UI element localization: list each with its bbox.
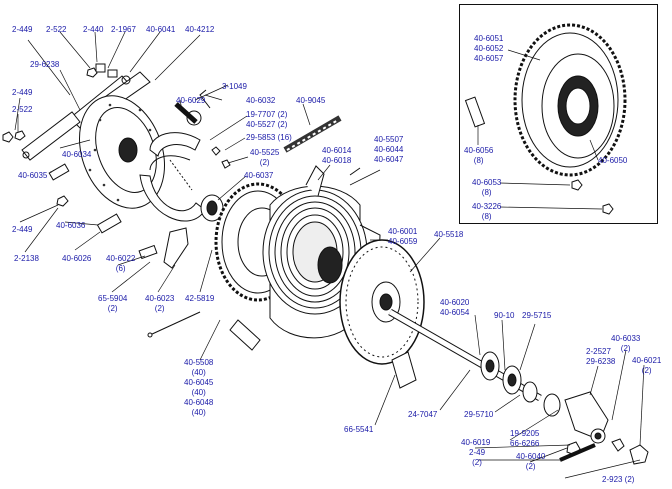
part-label: 40-6023(2) bbox=[145, 294, 175, 313]
spoke-brackets bbox=[229, 165, 361, 351]
part-label: 2-49(2) bbox=[469, 448, 486, 467]
part-label: 40-6022(6) bbox=[106, 254, 136, 273]
part-label: 40-6032 bbox=[246, 96, 276, 105]
part-label: 40-6056(8) bbox=[464, 146, 494, 165]
part-label: 2-1967 bbox=[111, 25, 136, 34]
part-label: 40-3226(8) bbox=[472, 202, 502, 221]
part-label: 2-449 bbox=[12, 225, 33, 234]
wheel-hub-drum bbox=[262, 185, 381, 339]
part-label: 40-6021(2) bbox=[632, 356, 662, 375]
part-label: 40-6026 bbox=[62, 254, 92, 263]
part-label: 2-923 (2) bbox=[602, 475, 635, 484]
part-label: 66-5541 bbox=[344, 425, 374, 434]
small-hardware bbox=[48, 163, 201, 338]
part-label: 40-9045 bbox=[296, 96, 326, 105]
part-label: 3-1049 bbox=[222, 82, 247, 91]
part-label: 29-5710 bbox=[464, 410, 494, 419]
part-label: 2-449 bbox=[12, 25, 33, 34]
part-label: 2-449 bbox=[12, 88, 33, 97]
spacer-part bbox=[391, 351, 417, 389]
part-label: 29-6238 bbox=[30, 60, 60, 69]
part-label: 24-7047 bbox=[408, 410, 438, 419]
part-label: 2-2138 bbox=[14, 254, 39, 263]
part-label: 40-6037 bbox=[244, 171, 274, 180]
inset-sprocket-assembly bbox=[464, 23, 627, 215]
part-label: 90-10 bbox=[494, 311, 515, 320]
part-label: 40-6036 bbox=[56, 221, 86, 230]
part-label: 40-6035 bbox=[18, 171, 48, 180]
part-label: 40-6040(2) bbox=[516, 452, 546, 471]
part-label: 29-5853 (16) bbox=[246, 133, 292, 142]
part-label: 19-7707 (2)40-5527 (2) bbox=[246, 110, 288, 129]
part-label: 65-5904(2) bbox=[98, 294, 128, 313]
drive-chain bbox=[283, 115, 342, 153]
part-label: 40-6050 bbox=[598, 156, 628, 165]
part-label: 40-5508(40)40-6045(40)40-6048(40) bbox=[184, 358, 214, 417]
part-label: 42-5819 bbox=[185, 294, 215, 303]
part-label: 40-6041 bbox=[146, 25, 176, 34]
brake-drum-cover bbox=[339, 239, 425, 365]
part-label: 40-6033(2) bbox=[611, 334, 641, 353]
part-label: 40-5518 bbox=[434, 230, 464, 239]
axle-assembly bbox=[388, 308, 649, 465]
part-label: 40-6053(8) bbox=[472, 178, 502, 197]
sprocket-hardware bbox=[200, 146, 231, 222]
leader-lines bbox=[14, 31, 645, 479]
part-label: 29-5715 bbox=[522, 311, 552, 320]
part-label: 40-6029 bbox=[176, 96, 206, 105]
part-label: 40-6019 bbox=[461, 438, 491, 447]
brake-shoes bbox=[139, 132, 206, 222]
inset-frame bbox=[459, 4, 658, 224]
part-label: 40-4212 bbox=[185, 25, 215, 34]
part-label: 2-522 bbox=[46, 25, 67, 34]
part-label: 2-440 bbox=[83, 25, 104, 34]
part-label: 2-522 bbox=[12, 105, 33, 114]
part-label: 40-6034 bbox=[62, 150, 92, 159]
part-label: 40-5525(2) bbox=[250, 148, 280, 167]
